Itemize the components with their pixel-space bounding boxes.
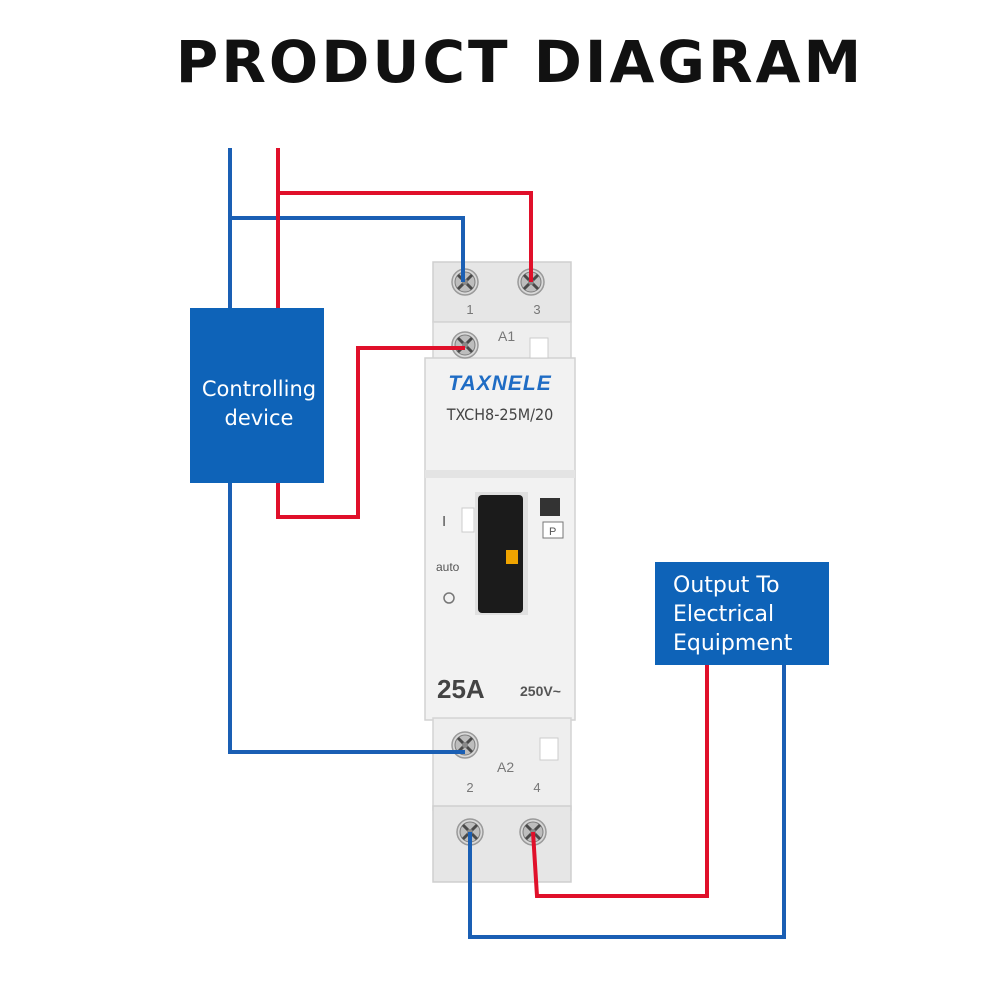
mark-p: P xyxy=(549,526,556,538)
mark-off: O xyxy=(442,639,443,641)
handle-indicator-tab xyxy=(506,550,518,564)
controlling-device-box: Controlling device xyxy=(190,308,324,483)
terminal-label-4: 4 xyxy=(533,780,540,795)
wire-red-supply xyxy=(276,148,533,519)
switch-handle[interactable] xyxy=(478,495,523,613)
output-box-line3: Equipment xyxy=(673,631,793,656)
controlling-device-line1: Controlling xyxy=(202,377,316,401)
bottom-body xyxy=(432,717,572,811)
terminal-label-2: 2 xyxy=(466,780,473,795)
indicator-window-top xyxy=(529,337,549,359)
off-mark-circle xyxy=(443,592,455,604)
rating-voltage: 250V~ xyxy=(520,683,561,699)
wires xyxy=(228,148,786,939)
wire-blue-output xyxy=(468,665,786,939)
bottom-terminal-block xyxy=(432,805,572,883)
rating-current: 25A xyxy=(437,674,485,704)
mark-on: I xyxy=(442,513,446,530)
brand-logo: TAXNELE xyxy=(448,372,551,395)
wire-blue-supply xyxy=(228,148,465,754)
terminal-label-3: 3 xyxy=(533,302,540,317)
terminal-a1-screw xyxy=(450,330,480,360)
front-panel xyxy=(425,470,575,478)
terminal-a2-screw xyxy=(450,730,480,760)
model-number: TXCH8-25M/20 xyxy=(446,405,554,424)
terminal-label-1: 1 xyxy=(466,302,473,317)
top-terminal-block xyxy=(432,261,572,323)
indicator-window-bottom xyxy=(539,737,559,761)
coil-label-a2: A2 xyxy=(497,759,514,775)
contactor-device: TAXNELE TXCH8-25M/20 1 3 A1 A2 2 4 I aut… xyxy=(424,261,576,883)
page-title: PRODUCT DIAGRAM xyxy=(175,28,865,96)
indicator-window-left xyxy=(461,507,475,533)
mark-auto: auto xyxy=(436,560,460,574)
output-box-line2: Electrical xyxy=(673,602,774,627)
p-mark-box xyxy=(542,521,564,539)
output-box-line1: Output To xyxy=(673,573,780,598)
coil-label-a1: A1 xyxy=(498,328,515,344)
p-indicator-square xyxy=(540,498,560,516)
output-equipment-box: Output To Electrical Equipment xyxy=(655,562,829,665)
controlling-device-line2: device xyxy=(225,406,294,430)
wire-red-output xyxy=(531,665,709,898)
